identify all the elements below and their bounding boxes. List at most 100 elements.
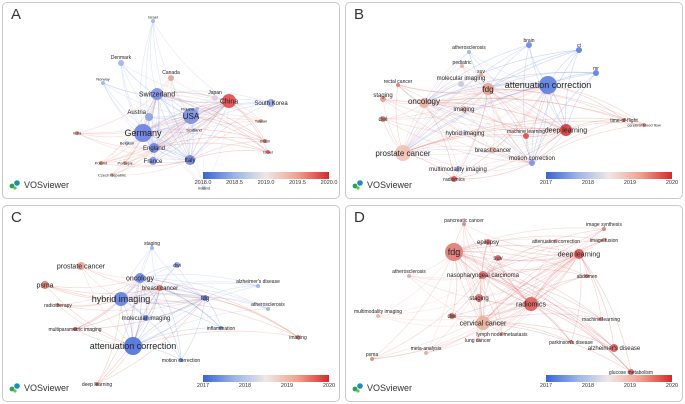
node-cerebral-blood-flow[interactable] <box>642 123 646 127</box>
node-ireland[interactable] <box>202 186 206 190</box>
node-lung-cancer[interactable] <box>476 338 480 342</box>
node-pancreatic-cancer[interactable] <box>462 222 466 226</box>
node-cervical-cancer[interactable] <box>476 316 490 330</box>
node-psma[interactable] <box>41 281 49 289</box>
node-israel[interactable] <box>266 150 270 154</box>
node-machine-learning[interactable] <box>599 317 603 321</box>
node-alzheimer-s-disease[interactable] <box>610 344 618 352</box>
node-oncology[interactable] <box>419 98 429 108</box>
node-rectal-cancer[interactable] <box>396 83 400 87</box>
node-hybrid-imaging[interactable] <box>114 292 128 306</box>
node-epilepsy[interactable] <box>485 239 491 245</box>
node-time-of-flight[interactable] <box>622 118 626 122</box>
panel-label: A <box>11 6 22 23</box>
node-radiomics[interactable] <box>524 297 538 311</box>
node-dwi[interactable] <box>380 116 386 122</box>
node-japan[interactable] <box>212 95 218 101</box>
edge <box>151 247 206 299</box>
node-ct[interactable] <box>576 47 582 53</box>
brand-text: VOSviewer <box>367 383 413 393</box>
node-atherosclerosis[interactable] <box>407 274 411 278</box>
node-lymph-node-metastasis[interactable] <box>500 332 504 336</box>
node-dwi[interactable] <box>174 262 180 268</box>
node-attenuation-correction[interactable] <box>554 239 558 243</box>
node-deep-learning[interactable] <box>95 382 99 386</box>
node-inflammation[interactable] <box>219 326 223 330</box>
node-south-korea[interactable] <box>267 99 275 107</box>
node-prostate-cancer[interactable] <box>395 145 411 161</box>
node-portugal[interactable] <box>123 161 127 165</box>
node-canada[interactable] <box>168 75 174 81</box>
edge <box>570 253 582 343</box>
node-multiparametric-imaging[interactable] <box>73 327 77 331</box>
node-brazil[interactable] <box>263 139 267 143</box>
node-norway[interactable] <box>101 81 105 85</box>
node-china[interactable] <box>222 94 236 108</box>
node-radiomics[interactable] <box>451 176 457 182</box>
node-staging[interactable] <box>475 294 483 302</box>
node-staging[interactable] <box>150 246 154 250</box>
node-deep-learning[interactable] <box>574 249 584 259</box>
node-denmark[interactable] <box>118 60 124 66</box>
node-abdomen[interactable] <box>585 274 589 278</box>
node-fdg[interactable] <box>445 243 463 261</box>
node-india[interactable] <box>75 131 79 135</box>
node-breast-cancer[interactable] <box>157 285 163 291</box>
node-usa[interactable] <box>183 108 199 124</box>
node-mr[interactable] <box>593 70 599 76</box>
node-imaging[interactable] <box>296 335 300 339</box>
node-nasopharyngeal-carcinoma[interactable] <box>479 271 487 279</box>
node-radiotherapy[interactable] <box>56 303 60 307</box>
node-atherosclerosis[interactable] <box>266 307 270 311</box>
node-pediatric[interactable] <box>460 64 464 68</box>
node-multimodality-imaging[interactable] <box>455 166 461 172</box>
node-belgium[interactable] <box>125 141 129 145</box>
node-taiwan[interactable] <box>259 119 263 123</box>
node-motion-correction[interactable] <box>179 358 183 362</box>
node-deep-learning[interactable] <box>560 124 572 136</box>
node-label-deep-learning: deep learning <box>82 382 113 388</box>
node-breast-cancer[interactable] <box>490 147 496 153</box>
node-alzheimer-s-disease[interactable] <box>256 284 260 288</box>
node-meta-analysis[interactable] <box>424 351 428 355</box>
node-dwi[interactable] <box>449 313 455 319</box>
node-attenuation-correction[interactable] <box>124 337 142 355</box>
node-suv[interactable] <box>495 255 501 261</box>
node-fdg[interactable] <box>202 295 208 301</box>
node-psma[interactable] <box>370 357 374 361</box>
node-austria[interactable] <box>145 113 153 121</box>
node-atherosclerosis[interactable] <box>467 50 471 54</box>
node-germany[interactable] <box>134 124 152 142</box>
node-image-synthesis[interactable] <box>602 227 606 231</box>
node-motion-correction[interactable] <box>529 160 535 166</box>
node-oncology[interactable] <box>135 273 145 283</box>
node-multimodality-imaging[interactable] <box>376 314 380 318</box>
node-prostate-cancer[interactable] <box>77 262 85 270</box>
node-brain[interactable] <box>526 42 532 48</box>
node-label-deep-learning: deep learning <box>558 251 601 258</box>
edge <box>501 253 580 335</box>
vosviewer-icon <box>9 382 21 394</box>
node-glucose-metabolism[interactable] <box>628 369 634 375</box>
node-czech-republic[interactable] <box>110 173 114 177</box>
node-scotland[interactable] <box>192 128 196 132</box>
node-switzerland[interactable] <box>151 88 163 100</box>
node-molecular-imaging[interactable] <box>143 315 149 321</box>
edge <box>377 274 484 317</box>
node-suv[interactable] <box>479 73 483 77</box>
node-hybrid-imaging[interactable] <box>462 130 468 136</box>
node-italy[interactable] <box>185 155 195 165</box>
node-finland[interactable] <box>195 107 199 111</box>
node-fdg[interactable] <box>482 83 494 95</box>
node-staging[interactable] <box>380 96 386 102</box>
node-israel[interactable] <box>151 19 155 23</box>
node-parkinson-s-disease[interactable] <box>569 340 573 344</box>
node-france[interactable] <box>149 157 157 165</box>
node-imaging[interactable] <box>461 106 467 112</box>
node-poland[interactable] <box>99 161 103 165</box>
node-machine-learning[interactable] <box>523 133 529 139</box>
node-england[interactable] <box>149 143 159 153</box>
node-molecular-imaging[interactable] <box>458 81 464 87</box>
node-attenuation-correction[interactable] <box>539 76 557 94</box>
node-image-fusion[interactable] <box>602 238 606 242</box>
